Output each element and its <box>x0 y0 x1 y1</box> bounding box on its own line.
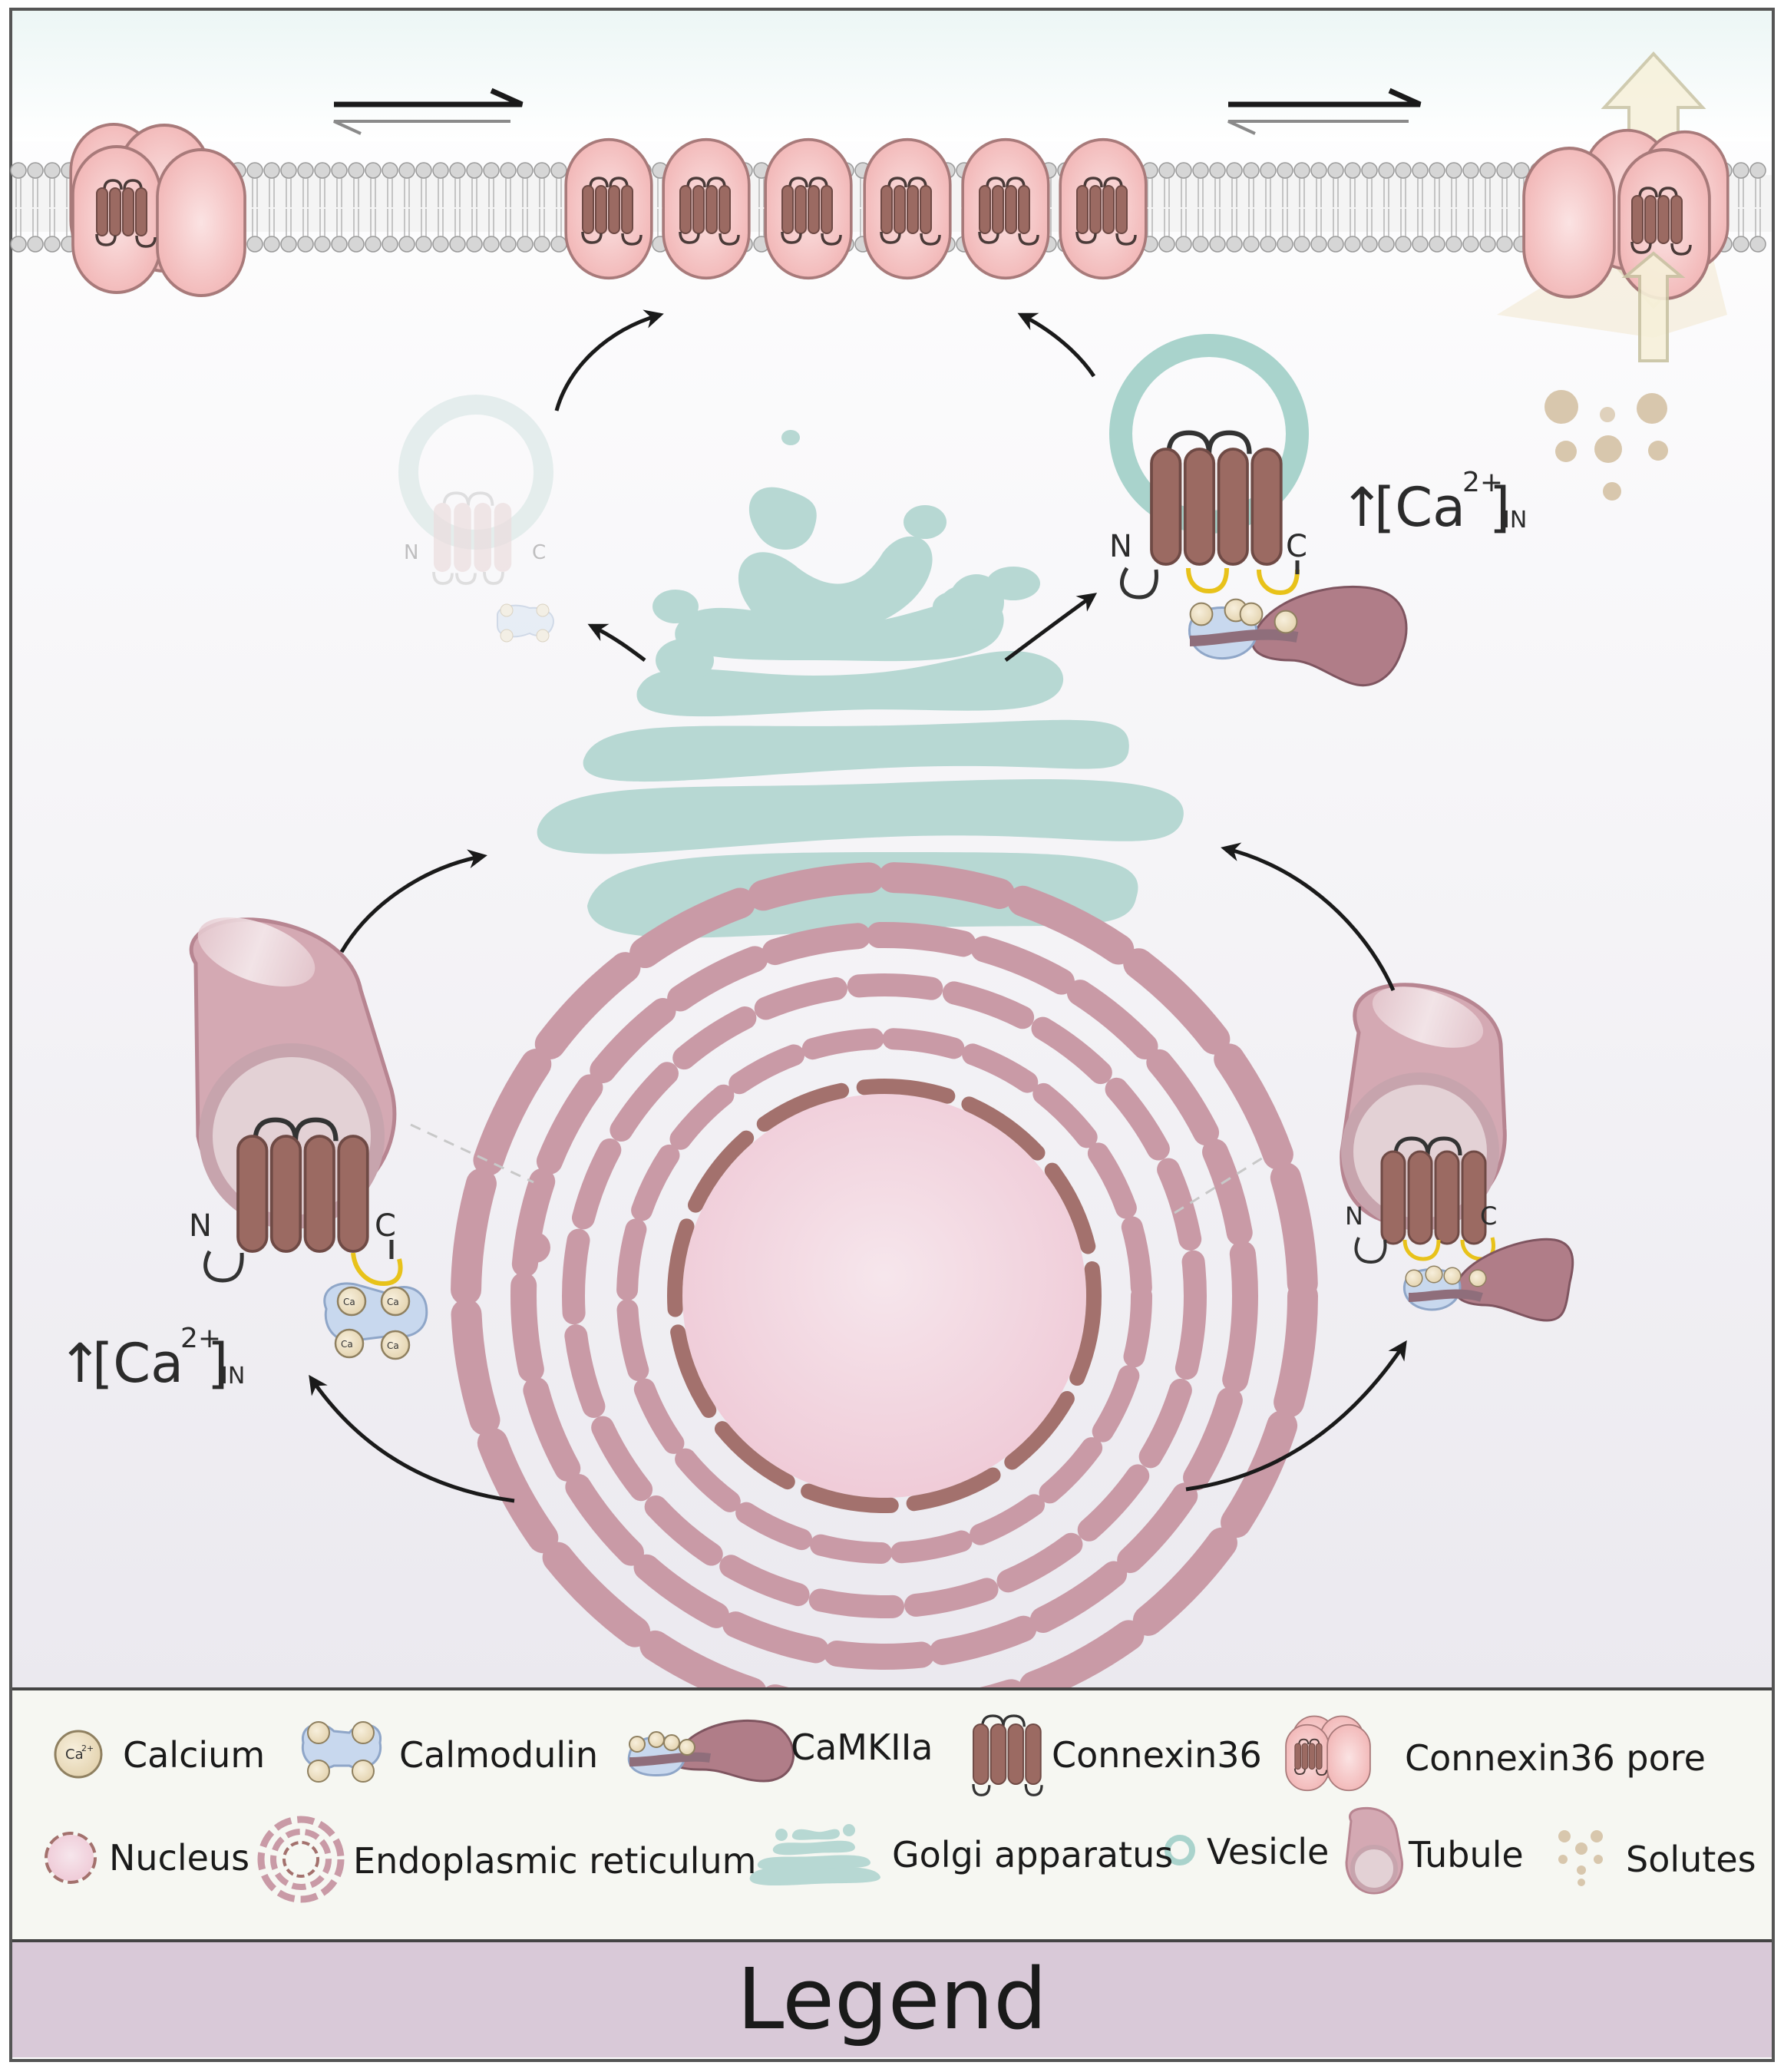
legend-label-solutes: Solutes <box>1626 1839 1756 1880</box>
n-terminus-label-vesicle: N <box>1109 529 1132 564</box>
arrow-tubule-left-to-golgi <box>339 849 487 953</box>
equilibrium-arrow-right <box>1227 88 1422 135</box>
calmodulin-left: Ca Ca Ca Ca <box>323 1282 428 1360</box>
ca-sub-left: IN <box>221 1363 245 1390</box>
er-icon <box>257 1816 345 1903</box>
arrow-tubule-right-to-golgi <box>1221 842 1396 992</box>
ca-close-left: ] <box>207 1332 228 1395</box>
svg-text:Ca: Ca <box>387 1297 399 1307</box>
arrow-golgi-to-vesicle-left <box>587 623 646 663</box>
extracellular-space <box>12 11 1772 141</box>
legend-label-camkiia: CaMKIIa <box>791 1727 933 1768</box>
solutes-cluster <box>1544 390 1668 501</box>
c-terminus-label-vesicle: C <box>1286 529 1307 564</box>
legend-labels: Calcium Calmodulin CaMKIIa Connexin36 Co… <box>109 1727 1756 1882</box>
svg-text:Ca: Ca <box>343 1297 355 1307</box>
legend-label-calmodulin: Calmodulin <box>399 1734 598 1776</box>
c-terminus-label: C <box>375 1208 396 1244</box>
ca-close-right: ] <box>1489 476 1510 539</box>
ca-main-right: [Ca <box>1374 476 1465 539</box>
nucleus-icon <box>45 1832 97 1884</box>
pathway-arrows <box>309 309 1407 1503</box>
calcium-icon: Ca 2+ <box>54 1730 103 1779</box>
legend-label-connexin36-pore: Connexin36 pore <box>1405 1737 1706 1779</box>
calcium-concentration-left: ↑ [Ca 2+ ] IN <box>58 1323 245 1395</box>
er-vesicle <box>520 1232 550 1263</box>
legend-title: Legend <box>737 1950 1047 2048</box>
calcium-concentration-right: ↑ [Ca 2+ ] IN <box>1340 467 1527 539</box>
connexin36-tubule-left: N C <box>189 1120 403 1287</box>
calmodulin-icon <box>301 1721 382 1783</box>
golgi-icon <box>749 1824 880 1886</box>
c-terminus-label-faded: C <box>532 541 546 564</box>
n-terminus-label-faded: N <box>404 541 418 564</box>
vesicle-icon <box>1165 1835 1195 1865</box>
legend-label-calcium: Calcium <box>123 1734 265 1776</box>
camkiia-vesicle <box>1188 585 1408 687</box>
nucleus <box>667 1079 1102 1513</box>
n-terminus-label-right: N <box>1345 1201 1363 1231</box>
camkiia-icon <box>627 1719 795 1783</box>
tubule-connector-left <box>410 1123 534 1184</box>
solutes-icon <box>1558 1830 1603 1886</box>
vesicle-right: N C <box>1109 334 1309 600</box>
ca-sup-left: 2+ <box>180 1323 221 1354</box>
legend-label-er: Endoplasmic reticulum <box>353 1840 756 1882</box>
connexin36-tubule-right: N C <box>1345 1138 1497 1264</box>
c-terminus-label-right: C <box>1480 1201 1497 1231</box>
connexin36-pore-open <box>1497 51 1729 362</box>
legend-label-golgi: Golgi apparatus <box>892 1834 1173 1875</box>
legend-label-connexin36: Connexin36 <box>1052 1734 1262 1776</box>
ca-main-left: [Ca <box>92 1332 183 1395</box>
n-terminus-label: N <box>189 1208 212 1244</box>
ca-arrow-right: ↑ <box>1340 476 1385 539</box>
connexin36-icon <box>972 1714 1043 1796</box>
svg-text:Ca: Ca <box>65 1746 84 1763</box>
camkiia-right <box>1402 1238 1574 1322</box>
ca-sup-right: 2+ <box>1462 467 1503 498</box>
legend-label-tubule: Tubule <box>1408 1834 1524 1875</box>
arrow-vesicle-right-to-membrane <box>1017 312 1096 378</box>
svg-text:2+: 2+ <box>81 1743 94 1753</box>
vesicle-faded: N C <box>398 395 554 643</box>
legend-label-vesicle: Vesicle <box>1207 1831 1329 1872</box>
tubule-icon <box>1345 1806 1404 1895</box>
svg-text:Ca: Ca <box>341 1339 353 1350</box>
arrow-vesicle-left-to-membrane <box>554 309 664 411</box>
ca-arrow-left: ↑ <box>58 1332 103 1395</box>
legend-label-nucleus: Nucleus <box>109 1837 249 1879</box>
arrow-er-to-tubule-right <box>1185 1340 1407 1492</box>
arrow-er-to-tubule-left <box>309 1374 515 1503</box>
svg-text:Ca: Ca <box>387 1340 399 1351</box>
equilibrium-arrow-left <box>333 88 524 135</box>
legend-title-bar <box>12 1942 1772 2057</box>
arrow-golgi-to-vesicle-right <box>1004 593 1098 663</box>
ca-sub-right: IN <box>1503 507 1527 534</box>
